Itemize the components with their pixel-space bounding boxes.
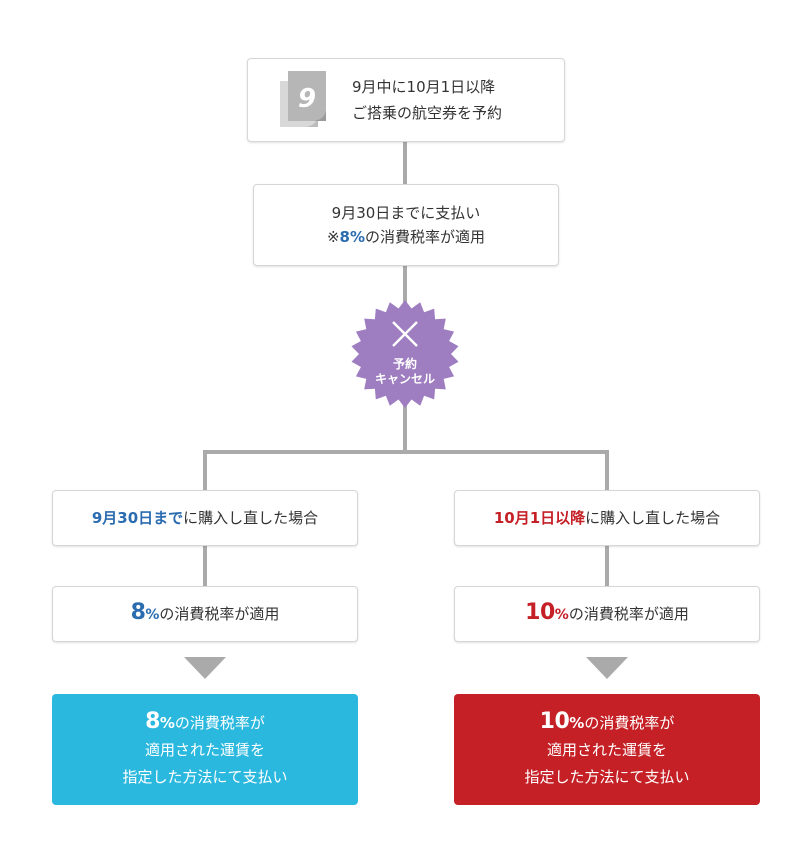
- connector-left-drop: [203, 450, 207, 490]
- left-result-pct: %: [159, 714, 175, 732]
- cancel-stamp-line1: 予約: [392, 357, 417, 371]
- left-result-box: 8%の消費税率が 適用された運賃を 指定した方法にて支払い: [52, 694, 358, 805]
- right-rate-number: 10: [525, 600, 555, 625]
- right-result-pct: %: [569, 714, 585, 732]
- left-result-number: 8: [145, 709, 160, 734]
- left-down-arrow: [184, 657, 226, 679]
- left-rate-suffix: の消費税率が適用: [159, 605, 280, 623]
- cancel-stamp: 予約 キャンセル: [350, 299, 460, 409]
- payment-box-line1: 9月30日までに支払い: [331, 204, 481, 222]
- starburst-badge: [351, 300, 459, 408]
- left-condition-box: 9月30日までに購入し直した場合: [52, 490, 358, 546]
- connector-right-mid: [605, 546, 609, 586]
- left-result-line3: 指定した方法にて支払い: [122, 768, 288, 786]
- right-condition-suffix: に購入し直した場合: [585, 509, 721, 527]
- right-result-line2: 適用された運賃を: [546, 741, 667, 759]
- right-down-arrow: [586, 657, 628, 679]
- payment-box-rate: 8%: [339, 228, 366, 246]
- calendar-icon: 9: [280, 71, 326, 127]
- right-result-line3: 指定した方法にて支払い: [524, 768, 690, 786]
- close-icon: [392, 321, 418, 347]
- connector-left-mid: [203, 546, 207, 586]
- right-condition-box: 10月1日以降に購入し直した場合: [454, 490, 760, 546]
- payment-box-suffix: の消費税率が適用: [365, 228, 486, 246]
- left-result-line1: の消費税率が: [174, 714, 265, 732]
- left-rate-box: 8%の消費税率が適用: [52, 586, 358, 642]
- connector-top: [403, 142, 407, 184]
- cancel-stamp-line2: キャンセル: [374, 372, 435, 386]
- payment-box-prefix: ※: [326, 228, 340, 246]
- left-condition-highlight: 9月30日まで: [91, 509, 184, 527]
- right-result-line1: の消費税率が: [584, 714, 675, 732]
- calendar-icon-digit: 9: [298, 84, 316, 114]
- connector-horizontal: [203, 450, 609, 454]
- right-rate-pct: %: [554, 607, 569, 623]
- top-box-line2: ご搭乗の航空券を予約: [352, 104, 503, 122]
- left-condition-suffix: に購入し直した場合: [183, 509, 319, 527]
- right-result-number: 10: [539, 709, 570, 734]
- top-box: 9 9月中に10月1日以降 ご搭乗の航空券を予約: [247, 58, 565, 142]
- payment-box-line2: ※8%の消費税率が適用: [327, 225, 485, 249]
- right-result-box: 10%の消費税率が 適用された運賃を 指定した方法にて支払い: [454, 694, 760, 805]
- connector-right-drop: [605, 450, 609, 490]
- right-condition-highlight: 10月1日以降: [493, 509, 586, 527]
- top-box-line1: 9月中に10月1日以降: [352, 78, 496, 96]
- left-rate-pct: %: [145, 607, 160, 623]
- payment-box: 9月30日までに支払い ※8%の消費税率が適用: [253, 184, 559, 266]
- left-result-line2: 適用された運賃を: [144, 741, 265, 759]
- right-rate-suffix: の消費税率が適用: [568, 605, 689, 623]
- left-rate-number: 8: [130, 600, 146, 625]
- right-rate-box: 10%の消費税率が適用: [454, 586, 760, 642]
